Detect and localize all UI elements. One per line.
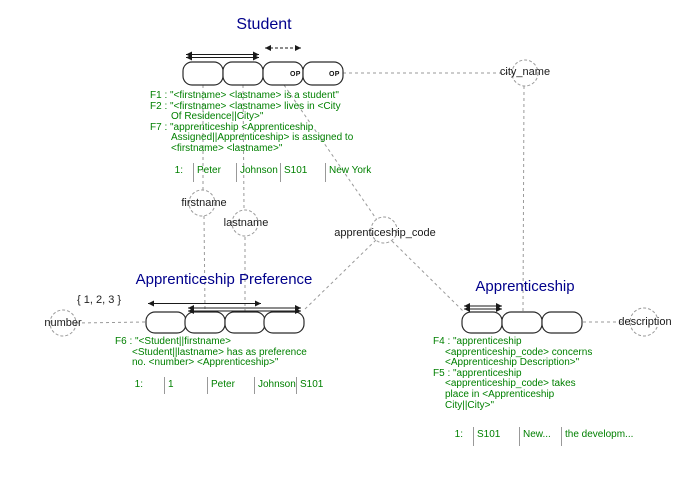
sample-row-index: 1: — [454, 429, 463, 440]
connector-cityname-apprenticeship — [522, 85, 525, 312]
value-type-label-city-name: city_name — [499, 66, 551, 78]
role-box-apprenticeship-2[interactable] — [501, 311, 543, 334]
role-box-apprenticeship-3[interactable] — [541, 311, 583, 334]
role-box-student-2[interactable] — [222, 61, 264, 86]
op-marker-student-role3: OP — [290, 71, 301, 78]
fact-line: place in <Apprenticeship — [445, 388, 555, 400]
role-box-preference-1[interactable] — [145, 311, 187, 334]
fact-line: F1 : "<firstname> <lastname> is a studen… — [150, 90, 339, 101]
value-type-label-lastname: lastname — [223, 217, 269, 229]
sample-row-apprenticeship: 1: S101 New... the developm... — [440, 427, 653, 446]
fact-line: no. <number> <Apprenticeship>" — [132, 357, 279, 369]
connector-apprenticeshipcode-preference — [302, 239, 377, 312]
value-type-label-number: number — [44, 317, 82, 329]
value-type-label-apprenticeship-code: apprenticeship_code — [334, 227, 436, 239]
value-type-circle-description[interactable] — [629, 307, 659, 337]
sample-cell: Johnson — [254, 377, 296, 394]
role-box-preference-4[interactable] — [263, 311, 305, 334]
sample-cell: New... — [519, 427, 561, 446]
fact-list-student: F1 : "<firstname> <lastname> is a studen… — [150, 90, 354, 155]
fact-line: F2 : "<firstname> <lastname> lives in <C… — [150, 100, 341, 112]
fact-line: F4 : "apprenticeship — [433, 336, 522, 347]
sample-cell: 1 — [164, 377, 207, 394]
value-type-label-description: description — [618, 316, 672, 328]
fact-line: Of Residence||City>" — [171, 111, 264, 123]
sample-cell: the developm... — [561, 427, 653, 446]
sample-cell: Peter — [207, 377, 254, 394]
fact-line: City||City>" — [445, 399, 495, 411]
value-type-circle-lastname[interactable] — [231, 209, 259, 237]
sample-row-index: 1: — [134, 379, 143, 390]
role-box-preference-2[interactable] — [184, 311, 226, 334]
connector-number-preference — [75, 321, 147, 324]
sample-cell: New York — [325, 163, 391, 182]
fact-line: <Apprenticeship Description>" — [445, 357, 580, 369]
fact-line: F7 : "apprenticeship <Apprenticeship — [150, 121, 314, 133]
sample-row-student: 1: Peter Johnson S101 New York — [160, 163, 391, 182]
value-constraint-number: { 1, 2, 3 } — [77, 294, 122, 306]
sample-row-preference: 1: 1 Peter Johnson S101 — [104, 377, 342, 394]
entity-title-apprenticeship: Apprenticeship — [475, 278, 575, 295]
sample-cell: S101 — [280, 163, 325, 182]
role-box-apprenticeship-1[interactable] — [461, 311, 503, 334]
entity-title-preference: Apprenticeship Preference — [135, 271, 313, 288]
entity-title-student: Student — [236, 16, 292, 33]
fact-line: <firstname> <lastname>" — [171, 142, 283, 154]
connector-apprenticeshipcode-apprenticeship — [391, 240, 464, 312]
uniqueness-arrow-student-roles12 — [186, 51, 259, 61]
uniqueness-arrow-apprenticeship-role1 — [464, 303, 502, 312]
fact-line: <apprenticeship_code> concerns — [445, 346, 593, 358]
connector-firstname-preference — [203, 215, 206, 312]
fact-list-apprenticeship: F4 : "apprenticeship <apprenticeship_cod… — [433, 336, 593, 411]
value-type-circle-number[interactable] — [49, 309, 77, 337]
connector-student-lastname — [242, 84, 245, 210]
fact-line: Assigned||Apprenticeship> is assigned to — [171, 132, 354, 144]
sample-cell: S101 — [296, 377, 342, 394]
fact-line: F5 : "apprenticeship — [433, 367, 522, 379]
sample-row-index: 1: — [174, 165, 183, 176]
role-box-student-4[interactable] — [302, 61, 344, 86]
fact-list-preference: F6 : "<Student||firstname> <Student||las… — [115, 336, 307, 369]
value-type-label-firstname: firstname — [181, 197, 227, 209]
fact-line: <apprenticeship_code> takes — [445, 378, 576, 390]
op-marker-student-role4: OP — [329, 71, 340, 78]
fact-line: F6 : "<Student||firstname> — [115, 336, 232, 347]
role-box-preference-3[interactable] — [224, 311, 266, 334]
value-type-circle-firstname[interactable] — [188, 189, 216, 217]
uniqueness-arrow-preference-roles234 — [188, 305, 301, 314]
sample-cell: S101 — [473, 427, 519, 446]
role-box-student-1[interactable] — [182, 61, 224, 86]
sample-cell: Johnson — [236, 163, 280, 182]
sample-cell: Peter — [193, 163, 236, 182]
value-type-circle-apprenticeship-code[interactable] — [370, 216, 398, 244]
fact-line: <Student||lastname> has as preference — [132, 346, 307, 358]
value-type-circle-city-name[interactable] — [511, 59, 539, 87]
